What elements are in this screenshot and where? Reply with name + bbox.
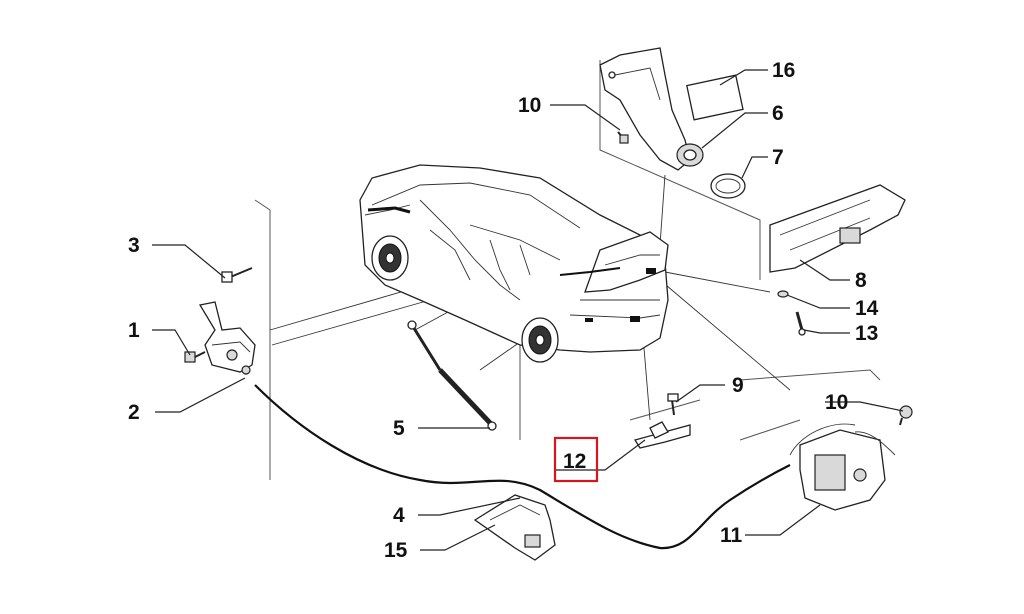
- callout-1: 1: [128, 319, 140, 342]
- part-4-release-cable: [254, 384, 791, 550]
- callout-10-upper: 10: [518, 94, 541, 117]
- callout-10-lower: 10: [825, 391, 848, 414]
- part-11-boot-lock: [789, 423, 896, 511]
- part-2-bonnet-latch: [198, 301, 256, 375]
- car-illustration: [359, 164, 669, 363]
- callout-16: 16: [772, 59, 795, 82]
- part-1-bolt: [184, 351, 206, 363]
- part-7-seal: [710, 173, 746, 199]
- callout-4: 4: [393, 504, 405, 527]
- rear-wheel: [521, 317, 559, 363]
- callout-12: 12: [563, 450, 586, 473]
- part-10-screw-upper: [617, 131, 629, 144]
- part-15-handle: [473, 494, 556, 561]
- callout-5: 5: [393, 417, 405, 440]
- part-6-lock-cylinder: [599, 47, 704, 171]
- callout-9: 9: [732, 374, 744, 397]
- part-8-trim-panel: [769, 184, 906, 273]
- part-13-screw: [795, 311, 806, 336]
- callout-2: 2: [128, 401, 140, 424]
- callout-7: 7: [772, 146, 784, 169]
- part-12-striker: [633, 421, 691, 449]
- part-5-gas-strut: [407, 320, 497, 431]
- callout-3: 3: [128, 234, 140, 257]
- part-9-bolt: [667, 393, 679, 416]
- part-16-gasket: [686, 74, 744, 121]
- part-14-washer: [777, 290, 789, 298]
- front-wheel: [371, 235, 409, 281]
- callout-15: 15: [384, 539, 408, 562]
- callout-13: 13: [855, 322, 878, 345]
- part-10-screw-lower: [899, 405, 913, 426]
- callout-8: 8: [855, 269, 867, 292]
- highlight-box-12: [553, 436, 599, 483]
- callout-11: 11: [720, 524, 743, 547]
- callout-labels: 3 1 2 5 4 15 10 16 6 7 8 14 13 9 10 11 1…: [128, 59, 879, 562]
- callout-6: 6: [772, 102, 784, 125]
- callout-14: 14: [855, 297, 879, 320]
- part-3-push-pin: [221, 267, 253, 283]
- leader-lines: [152, 69, 904, 551]
